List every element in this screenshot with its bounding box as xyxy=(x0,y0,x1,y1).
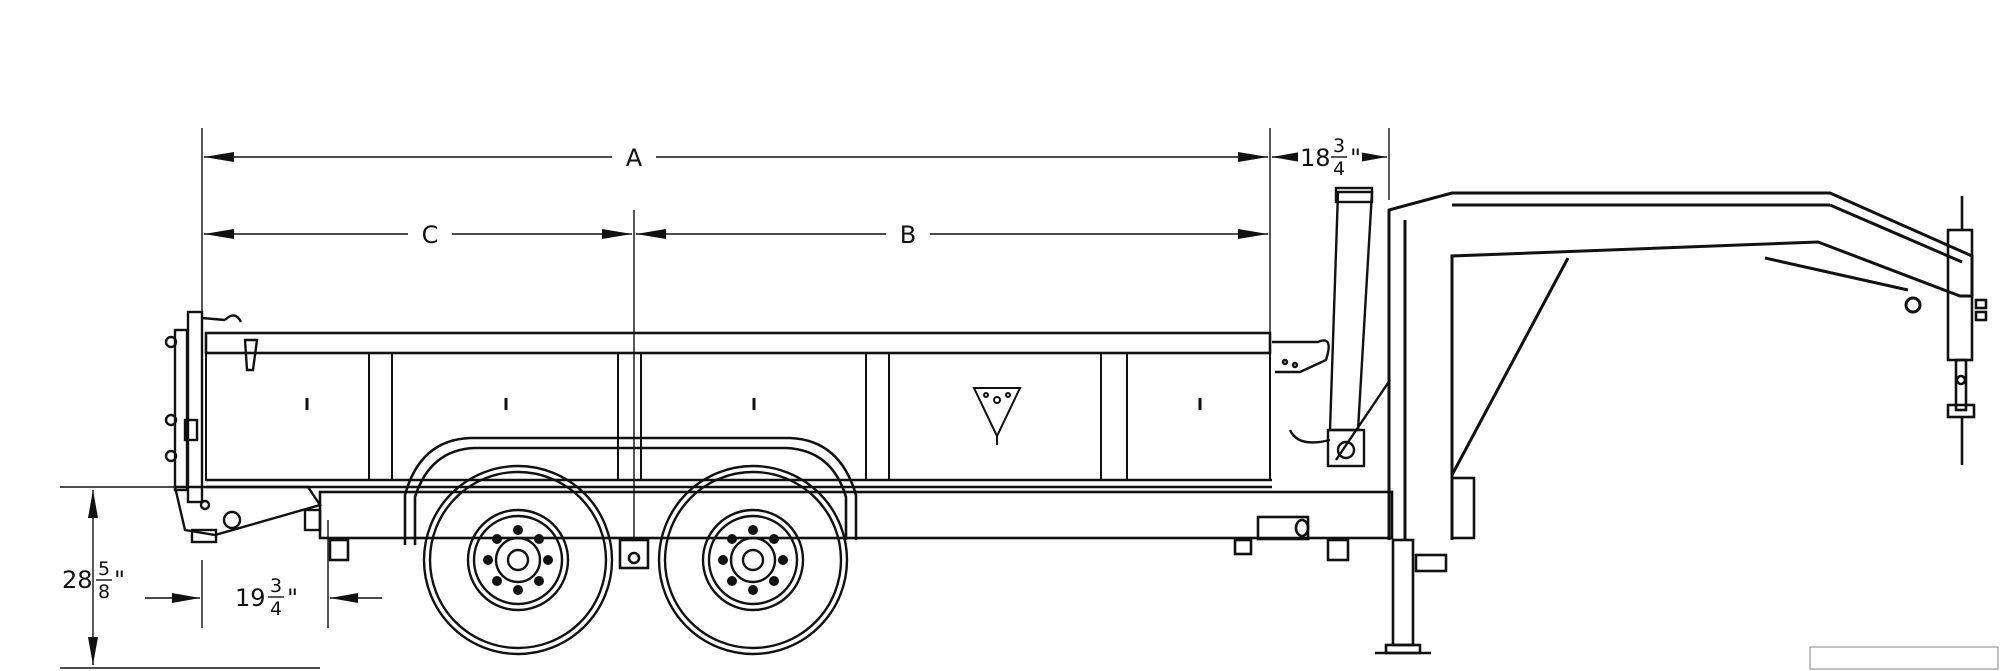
dump-bed xyxy=(204,331,1272,489)
front-wheel xyxy=(657,464,849,656)
deck-height-whole: 28 xyxy=(62,566,93,594)
rear-overhang-whole: 19 xyxy=(235,584,266,612)
rear-hinge xyxy=(173,485,322,544)
fenders xyxy=(403,436,858,545)
deck-height-unit: " xyxy=(114,566,125,594)
rear-gate xyxy=(164,310,259,504)
side-panels xyxy=(205,352,1271,481)
dimension-arrows xyxy=(88,152,1387,665)
front-wheel-lugs xyxy=(718,525,788,595)
rear-wheel-lugs xyxy=(483,525,553,595)
dimension-label-c: C xyxy=(422,221,439,249)
deck-height-numerator: 5 xyxy=(98,558,110,580)
rear-wheel xyxy=(422,464,614,656)
panel-markers xyxy=(305,398,1202,410)
gooseneck xyxy=(1387,191,1974,540)
corner-box xyxy=(1809,646,1999,670)
front-landing-jack xyxy=(1375,476,1476,655)
rear-overhang-unit: " xyxy=(287,584,298,612)
deck-height-denominator: 8 xyxy=(98,581,110,603)
dimension-label-a: A xyxy=(626,144,643,172)
rear-overhang-numerator: 3 xyxy=(270,575,282,597)
dimension-label-gooseneck-offset: 18 xyxy=(1300,144,1331,172)
gooseneck-offset-numerator: 3 xyxy=(1333,135,1345,157)
hydraulic-cylinder xyxy=(1272,186,1391,468)
svg-text:18: 18 xyxy=(1300,144,1331,172)
gooseneck-offset-unit: " xyxy=(1350,144,1361,172)
rear-overhang-denominator: 4 xyxy=(270,598,282,620)
coupler-jack xyxy=(1946,196,1988,465)
stake-pocket-plate xyxy=(972,387,1022,445)
dimension-label-b: B xyxy=(900,221,916,249)
gooseneck-offset-denominator: 4 xyxy=(1333,158,1345,180)
